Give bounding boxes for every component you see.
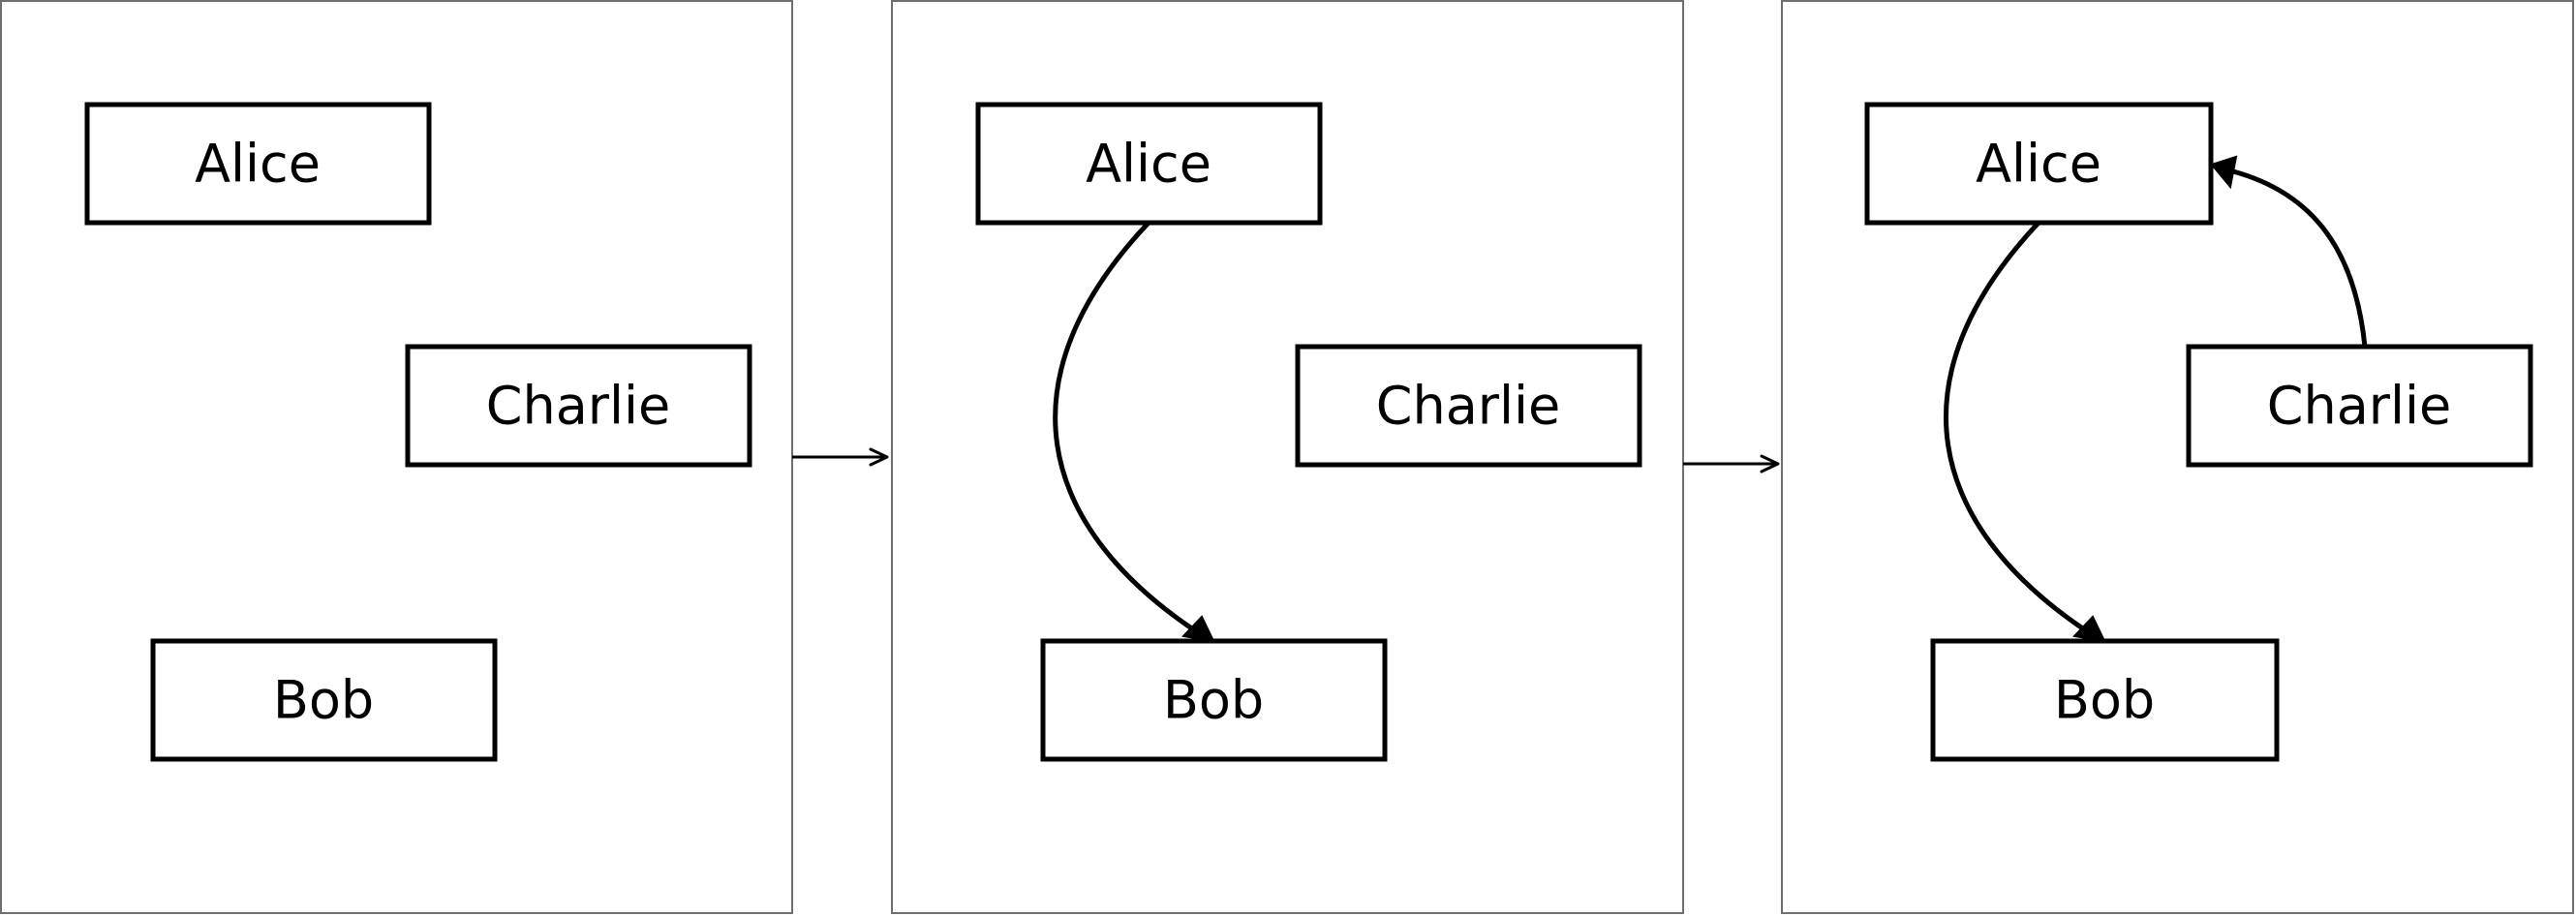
panel-2-node-bob: Bob: [1040, 638, 1388, 762]
panel-3-node-bob: Bob: [1930, 638, 2280, 762]
step-arrow-1: [792, 447, 889, 467]
node-label-alice: Alice: [195, 134, 321, 195]
panel-2-node-charlie: Charlie: [1295, 344, 1642, 468]
node-label-charlie: Charlie: [1376, 376, 1560, 437]
edge-line: [1944, 221, 2086, 632]
edge-arrowhead: [1181, 615, 1215, 643]
panel-1-node-alice: Alice: [84, 102, 432, 226]
node-box: [405, 344, 752, 468]
node-box: [1040, 638, 1388, 762]
panel-1-node-bob: Bob: [150, 638, 498, 762]
panel-3-edge-alice-bob: [1944, 221, 2106, 643]
node-label-bob: Bob: [1163, 670, 1264, 731]
step-arrow-2: [1683, 454, 1780, 473]
node-label-alice: Alice: [1086, 134, 1211, 195]
panel-2-edge-alice-bob: [1053, 221, 1215, 643]
node-box: [975, 102, 1323, 226]
node-label-bob: Bob: [273, 670, 374, 731]
panel-3-node-charlie: Charlie: [2186, 344, 2533, 468]
panel-1-node-charlie: Charlie: [405, 344, 752, 468]
node-label-bob: Bob: [2054, 670, 2155, 731]
step-arrow-head: [869, 447, 889, 467]
node-box: [1864, 102, 2214, 226]
edge-arrowhead: [2071, 615, 2106, 643]
node-box: [2186, 344, 2533, 468]
node-box: [84, 102, 432, 226]
panel-3: Alice Charlie Bob: [1781, 0, 2574, 914]
node-label-charlie: Charlie: [2267, 376, 2451, 437]
node-box: [150, 638, 498, 762]
edge-arrowhead: [2210, 155, 2238, 190]
panel-2-node-alice: Alice: [975, 102, 1323, 226]
node-label-alice: Alice: [1976, 134, 2101, 195]
panel-1: Alice Charlie Bob: [0, 0, 793, 914]
edge-line: [1053, 221, 1195, 632]
panel-3-edge-charlie-alice: [2210, 155, 2368, 348]
panel-3-node-alice: Alice: [1864, 102, 2214, 226]
step-arrow-head: [1760, 454, 1780, 473]
edge-line: [2232, 168, 2368, 348]
node-label-charlie: Charlie: [486, 376, 670, 437]
node-box: [1930, 638, 2280, 762]
node-box: [1295, 344, 1642, 468]
panel-2: Alice Charlie Bob: [891, 0, 1684, 914]
